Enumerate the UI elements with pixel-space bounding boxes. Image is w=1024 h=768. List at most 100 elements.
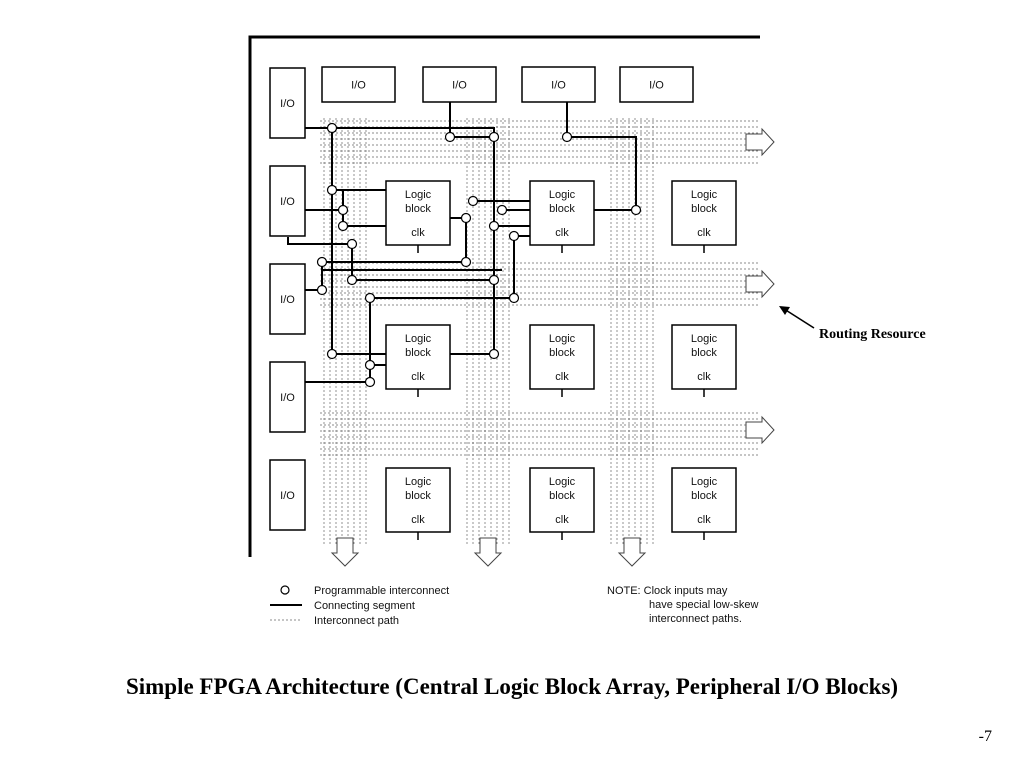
logic-block-label: Logic xyxy=(405,189,432,201)
programmable-interconnect-node xyxy=(316,284,328,296)
io-label: I/O xyxy=(452,80,467,92)
programmable-interconnect-node xyxy=(337,204,349,216)
note-line: interconnect paths. xyxy=(649,613,742,625)
logic-block xyxy=(529,180,595,246)
io-block xyxy=(269,361,306,433)
routing-resource-callout: Routing Resource xyxy=(779,306,926,342)
io-block xyxy=(269,263,306,335)
programmable-interconnect-node xyxy=(460,212,472,224)
routing-arrow-down xyxy=(617,537,647,567)
io-label: I/O xyxy=(649,80,664,92)
legend-segment-label: Connecting segment xyxy=(314,600,415,612)
programmable-interconnect-node xyxy=(337,220,349,232)
io-block xyxy=(619,66,694,103)
note-line: NOTE: Clock inputs may xyxy=(607,585,728,597)
note-line: have special low-skew xyxy=(649,599,758,611)
programmable-interconnect-node xyxy=(630,204,642,216)
io-block xyxy=(321,66,396,103)
programmable-interconnect-node xyxy=(326,348,338,360)
programmable-interconnect-node xyxy=(326,122,338,134)
chip-frame xyxy=(248,35,760,557)
logic-block-label: block xyxy=(405,490,431,502)
logic-block xyxy=(385,324,451,390)
callout-arrow-head xyxy=(779,306,790,315)
connecting-segment xyxy=(566,102,637,210)
programmable-interconnect-node xyxy=(346,238,358,250)
logic-block-label: Logic xyxy=(549,476,576,488)
io-block xyxy=(422,66,497,103)
programmable-interconnect-node xyxy=(467,195,479,207)
slide-number: -7 xyxy=(978,728,992,745)
programmable-interconnect-node xyxy=(488,348,500,360)
slide-title: Simple FPGA Architecture (Central Logic … xyxy=(125,674,899,699)
legend-path-label: Interconnect path xyxy=(314,615,399,627)
connecting-segment xyxy=(342,210,386,227)
legend-interconnect-label: Programmable interconnect xyxy=(314,585,449,597)
logic-block-label: Logic xyxy=(405,476,432,488)
logic-block-label: Logic xyxy=(549,333,576,345)
logic-block xyxy=(671,180,737,246)
logic-block-label: Logic xyxy=(405,333,432,345)
programmable-interconnect-node xyxy=(496,204,508,216)
logic-block xyxy=(529,467,595,533)
logic-block-label: block xyxy=(405,347,431,359)
connecting-segment xyxy=(450,217,467,262)
chip-frame-border xyxy=(248,35,760,557)
io-label: I/O xyxy=(280,98,295,110)
programmable-interconnect-node xyxy=(444,131,456,143)
connecting-segment xyxy=(450,137,495,355)
logic-block-label: Logic xyxy=(691,189,718,201)
programmable-interconnects xyxy=(316,122,642,388)
logic-block-label: block xyxy=(405,203,431,215)
callout-label: Routing Resource xyxy=(819,327,926,342)
logic-block-label: Logic xyxy=(691,476,718,488)
programmable-interconnect-node xyxy=(488,274,500,286)
clk-label: clk xyxy=(555,371,569,383)
programmable-interconnect-node xyxy=(326,184,338,196)
programmable-interconnect-node xyxy=(488,220,500,232)
logic-block-label: block xyxy=(549,490,575,502)
logic-block xyxy=(529,324,595,390)
io-label: I/O xyxy=(351,80,366,92)
connecting-segment xyxy=(513,235,530,298)
logic-block-label: Logic xyxy=(691,333,718,345)
routing-arrow-right xyxy=(745,415,775,445)
io-block xyxy=(269,165,306,237)
clk-label: clk xyxy=(411,514,425,526)
logic-block-label: block xyxy=(691,203,717,215)
programmable-interconnect-node xyxy=(316,256,328,268)
routing-arrow-right xyxy=(745,269,775,299)
logic-block xyxy=(671,467,737,533)
clk-label: clk xyxy=(697,514,711,526)
clk-label: clk xyxy=(411,227,425,239)
clk-label: clk xyxy=(411,371,425,383)
programmable-interconnect-node xyxy=(508,230,520,242)
logic-block-label: block xyxy=(549,203,575,215)
io-block xyxy=(521,66,596,103)
programmable-interconnect-node xyxy=(488,131,500,143)
programmable-interconnect-node xyxy=(364,292,376,304)
programmable-interconnect-node xyxy=(346,274,358,286)
logic-block xyxy=(385,467,451,533)
clk-label: clk xyxy=(697,371,711,383)
logic-block-label: block xyxy=(549,347,575,359)
io-block xyxy=(269,459,306,531)
io-block xyxy=(269,67,306,139)
programmable-interconnect-node xyxy=(364,376,376,388)
legend-interconnect-symbol xyxy=(280,585,290,595)
programmable-interconnect-node xyxy=(460,256,472,268)
routing-arrow-down xyxy=(473,537,503,567)
clk-label: clk xyxy=(555,227,569,239)
io-label: I/O xyxy=(551,80,566,92)
clk-label: clk xyxy=(555,514,569,526)
routing-arrows xyxy=(330,127,775,567)
logic-block-label: Logic xyxy=(549,189,576,201)
io-label: I/O xyxy=(280,392,295,404)
interconnect-paths xyxy=(320,118,760,545)
logic-block xyxy=(385,180,451,246)
programmable-interconnect-node xyxy=(364,359,376,371)
connecting-segment xyxy=(449,102,494,138)
io-label: I/O xyxy=(280,294,295,306)
